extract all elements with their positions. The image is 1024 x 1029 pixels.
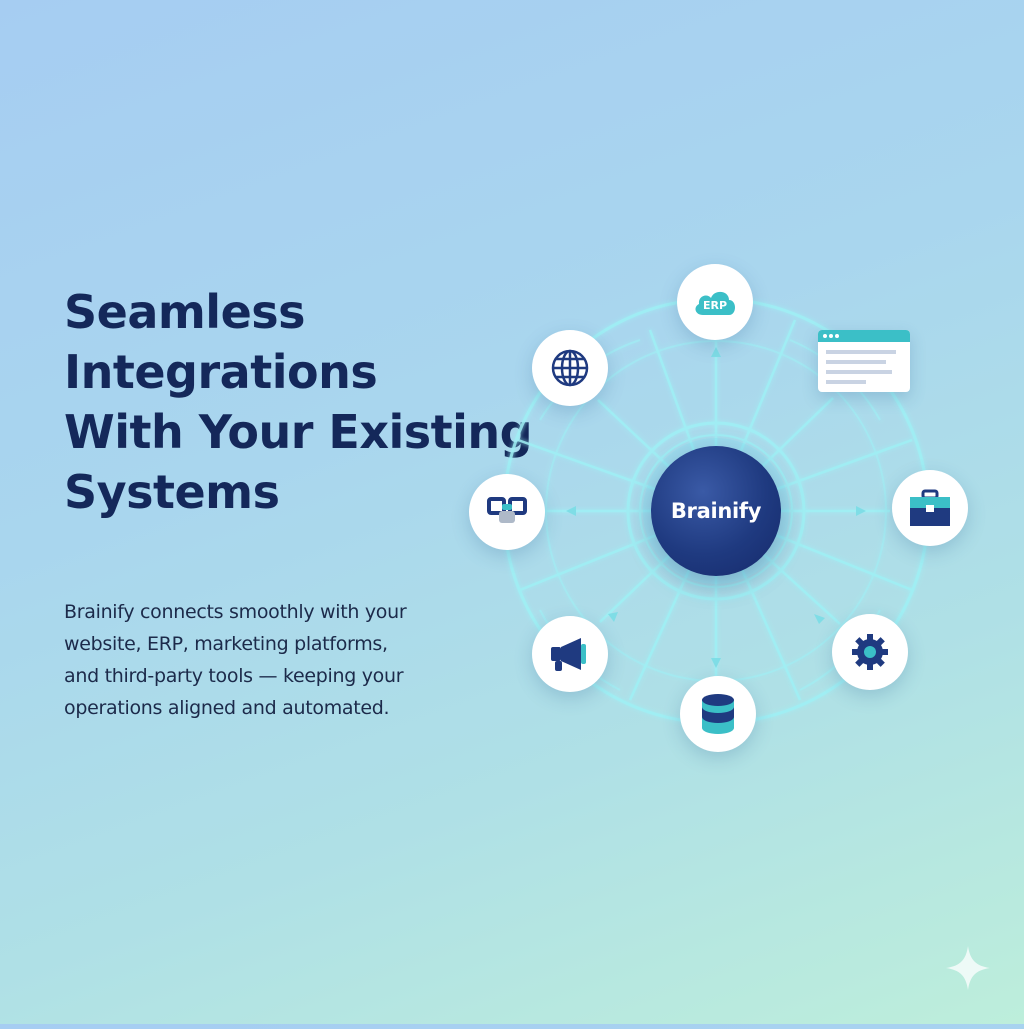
headline-line: Integrations [64,345,378,399]
description-line: website, ERP, marketing platforms, [64,633,388,655]
brainify-hub: Brainify [651,446,781,576]
gear-icon [852,634,888,670]
arrowheads [566,347,866,668]
description-line: Brainify connects smoothly with your [64,601,407,623]
node-third-party [469,474,545,550]
node-erp: ERP [677,264,753,340]
node-settings [832,614,908,690]
briefcase-icon [910,489,950,526]
erp-cloud-icon: ERP [695,291,735,315]
node-business [892,470,968,546]
description: Brainify connects smoothly with your web… [64,596,484,724]
browser-window-icon [818,330,910,384]
globe-icon [551,349,589,387]
sparkle-icon [946,946,990,990]
node-web [532,330,608,406]
headline-line: With Your Existing [64,405,533,459]
description-line: operations aligned and automated. [64,697,390,719]
description-line: and third-party tools — keeping your [64,665,404,687]
node-marketing [532,616,608,692]
headline-line: Seamless [64,285,306,339]
headline: Seamless Integrations With Your Existing… [64,282,584,522]
hub-label: Brainify [670,499,762,523]
node-website [818,330,910,392]
megaphone-icon [551,638,586,671]
erp-label: ERP [703,299,727,312]
headline-line: Systems [64,465,280,519]
database-icon [702,694,734,734]
tools-icon [487,497,527,523]
node-database [680,676,756,752]
